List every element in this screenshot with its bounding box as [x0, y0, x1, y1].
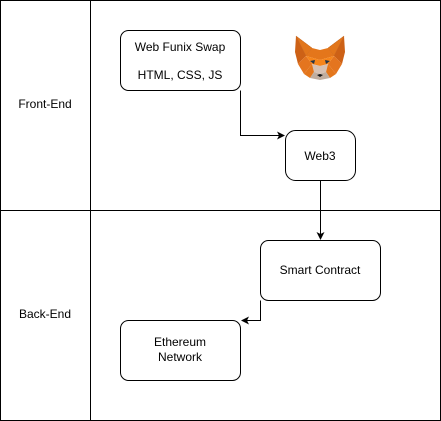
node-ethereum-network[interactable]: Ethereum Network [120, 320, 241, 381]
metamask-fox-icon [295, 35, 345, 80]
node-web-funix-swap-title: Web Funix Swap [135, 40, 226, 54]
node-ethereum-network-line1: Ethereum [154, 335, 206, 349]
node-smart-contract-label: Smart Contract [280, 263, 361, 277]
node-ethereum-network-line2: Network [158, 350, 203, 364]
node-smart-contract[interactable]: Smart Contract [260, 240, 381, 301]
node-web-funix-swap-subtitle: HTML, CSS, JS [138, 68, 223, 82]
edge-web-funix-swap-to-web3 [240, 90, 285, 140]
node-web-funix-swap[interactable]: Web Funix Swap HTML, CSS, JS [120, 30, 241, 91]
node-web3-label: Web3 [304, 149, 335, 163]
lane-label-front-end: Front-End [18, 97, 71, 111]
edge-smart-contract-to-ethereum-network [241, 300, 261, 325]
lane-label-back-end: Back-End [19, 307, 71, 321]
node-web3[interactable]: Web3 [285, 130, 356, 181]
